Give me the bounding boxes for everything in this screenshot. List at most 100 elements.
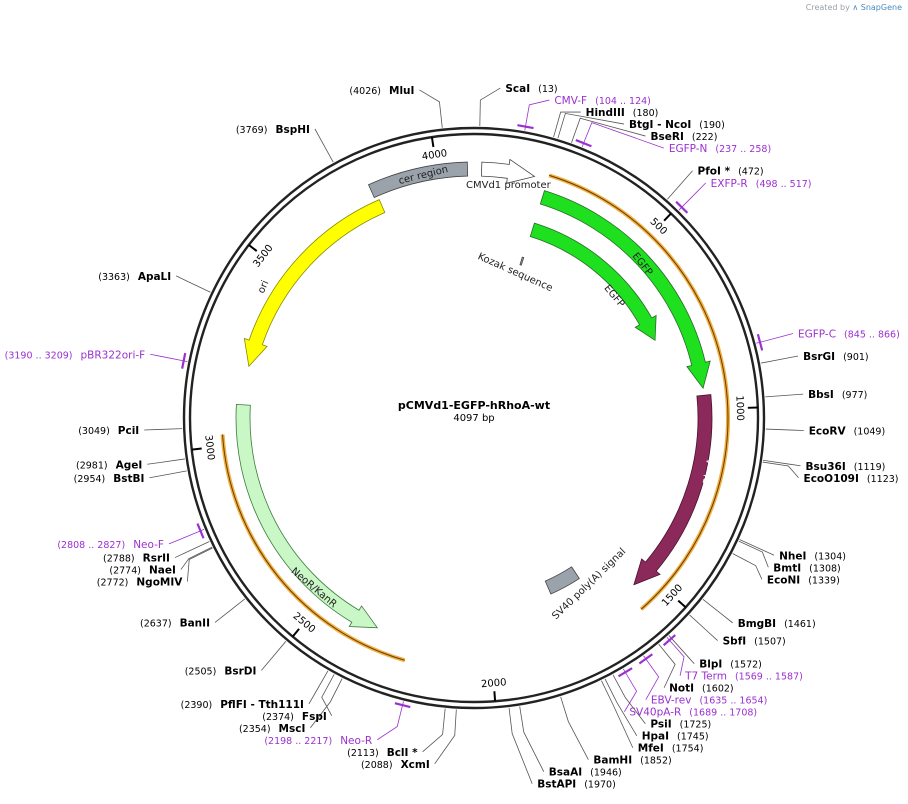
tick-mark (663, 212, 672, 222)
feature-egfp-inner[interactable] (529, 222, 657, 342)
site-name: BspHI (275, 124, 309, 136)
primer-label-egfp-c[interactable]: EGFP-C(845 .. 866) (798, 329, 900, 341)
site-name: BmgBI (738, 618, 776, 630)
site-name: NheI (779, 550, 806, 562)
site-name: PfoI * (698, 166, 731, 178)
site-label-ecorv[interactable]: EcoRV (1049) (809, 426, 885, 438)
site-name: SbfI (723, 636, 747, 648)
site-label-hindiii[interactable]: HindIII(180) (586, 107, 659, 119)
site-label-noti[interactable]: NotI(1602) (669, 683, 734, 695)
site-label-bsrgi[interactable]: BsrGI(901) (803, 351, 869, 363)
site-label-econi[interactable]: EcoNI(1339) (767, 574, 840, 586)
site-position: (1049) (854, 427, 886, 438)
site-name: EcoRV (809, 426, 847, 438)
site-label-bsrdi[interactable]: BsrDI(2505) (185, 665, 257, 677)
primer-name: EBV-rev (651, 695, 692, 707)
primer-name: pBR322ori-F (81, 349, 146, 361)
site-label-bmti[interactable]: BmtI (1308) (773, 562, 840, 574)
site-leader-line (174, 541, 210, 558)
site-label-agei[interactable]: AgeI(2981) (76, 459, 142, 471)
site-label-mfei[interactable]: MfeI(1754) (638, 743, 704, 755)
site-leader-line (760, 355, 799, 364)
site-name: BsrGI (803, 351, 835, 363)
site-label-blpi[interactable]: BlpI(1572) (699, 659, 762, 671)
primer-name: SV40pA-R (629, 707, 681, 719)
site-label-psii[interactable]: PsiI(1725) (650, 719, 711, 731)
site-label-pcii[interactable]: PciI(3049) (78, 425, 139, 437)
site-label-hpai[interactable]: HpaI(1745) (642, 731, 709, 743)
plasmid-name: pCMVd1-EGFP-hRhoA-wt (398, 399, 550, 412)
site-position: (2374) (262, 712, 294, 723)
site-label-bamhi[interactable]: BamHI(1852) (593, 755, 671, 767)
site-label-bsaai[interactable]: BsaAI(1946) (549, 767, 622, 779)
site-label-nhei[interactable]: NheI (1304) (779, 550, 846, 562)
primer-range: (2808 .. 2827) (57, 540, 125, 551)
site-label-ngomiv[interactable]: NgoMIV(2772) (97, 577, 183, 589)
site-label-ecoo109i[interactable]: EcoO109I(1123) (804, 473, 899, 485)
site-position: (1754) (672, 744, 704, 755)
feature-neor-kanr[interactable] (235, 403, 379, 629)
site-label-mlui[interactable]: MluI(4026) (349, 85, 414, 97)
site-label-banii[interactable]: BanII(2637) (140, 617, 210, 629)
feature-cmvd1-promoter[interactable] (481, 158, 536, 184)
primer-binding-mark (394, 702, 411, 709)
site-label-apali[interactable]: ApaLI(3363) (98, 271, 171, 283)
site-label-bstapi[interactable]: BstAPI(1970) (537, 779, 616, 791)
backbone-inner-ring (188, 132, 760, 704)
plasmid-size: 4097 bp (453, 413, 494, 424)
site-label-fspi[interactable]: FspI(2374) (262, 711, 326, 723)
site-label-xcmi[interactable]: XcmI(2088) (361, 759, 430, 771)
primer-label-ebv-rev[interactable]: EBV-rev(1635 .. 1654) (651, 695, 768, 707)
site-leader-line (604, 678, 638, 736)
primer-label-t7-term[interactable]: T7 Term(1569 .. 1587) (684, 671, 803, 683)
site-label-naei[interactable]: NaeI(2774) (109, 565, 176, 577)
feature-kozak-sequence[interactable] (519, 256, 525, 266)
backbone-outer-ring (182, 126, 766, 710)
site-label-pfoi[interactable]: PfoI *(472) (698, 166, 764, 178)
site-name: BstBI (113, 473, 144, 485)
site-label-bsu36i[interactable]: Bsu36I(1119) (806, 461, 886, 473)
tick-label: 2000 (481, 677, 507, 690)
feature-egfp-outer[interactable] (539, 190, 711, 390)
site-label-pflfi-tth111i[interactable]: PflFI - Tth111I(2390) (181, 699, 304, 711)
site-name: PsiI (650, 719, 671, 731)
site-label-bstbi[interactable]: BstBI(2954) (74, 473, 145, 485)
site-name: BmtI (773, 562, 801, 574)
primer-label-egfp-n[interactable]: EGFP-N(237 .. 258) (669, 143, 771, 155)
site-label-sbfi[interactable]: SbfI(1507) (723, 636, 786, 648)
snapgene-logo-icon: ∧ (852, 3, 859, 12)
feature-ori[interactable] (243, 199, 386, 368)
primer-binding-mark (181, 352, 187, 369)
primer-label-exfp-r[interactable]: EXFP-R(498 .. 517) (711, 178, 812, 190)
site-label-msci[interactable]: MscI(2354) (239, 723, 305, 735)
feature-rhoa[interactable] (633, 394, 713, 586)
primer-label-pbr322ori-f[interactable]: pBR322ori-F(3190 .. 3209) (5, 349, 146, 361)
primer-binding-mark (675, 200, 689, 214)
site-name: BstAPI (537, 779, 576, 791)
site-label-bsphi[interactable]: BspHI(3769) (236, 124, 310, 136)
site-label-bcli[interactable]: BclI *(2113) (347, 747, 418, 759)
feature-sv40-polya-signal[interactable] (544, 566, 580, 595)
site-name: BbsI (808, 389, 834, 401)
site-name: AgeI (116, 459, 143, 471)
tick-label: 3500 (251, 243, 275, 270)
site-position: (1304) (814, 551, 846, 562)
site-name: BclI * (387, 747, 418, 759)
tick-mark (248, 244, 258, 252)
site-label-rsrii[interactable]: RsrII(2788) (103, 553, 170, 565)
site-leader-line (308, 670, 329, 704)
primer-binding-mark (638, 653, 653, 665)
site-label-bmgbi[interactable]: BmgBI(1461) (738, 618, 816, 630)
primer-label-neo-r[interactable]: Neo-R(2198 .. 2217) (264, 735, 372, 747)
site-label-btgi-ncoi[interactable]: BtgI - NcoI(190) (629, 119, 725, 131)
site-label-bbsi[interactable]: BbsI(977) (808, 389, 867, 401)
site-label-scai[interactable]: ScaI(13) (505, 83, 557, 95)
site-position: (1308) (809, 563, 841, 574)
primer-leader-line (678, 182, 706, 211)
primer-label-sv40pa-r[interactable]: SV40pA-R(1689 .. 1708) (629, 707, 757, 719)
primer-label-neo-f[interactable]: Neo-F(2808 .. 2827) (57, 539, 164, 551)
feature-cer-region[interactable] (367, 161, 469, 199)
site-label-bseri[interactable]: BseRI(222) (651, 131, 718, 143)
primer-label-cmv-f[interactable]: CMV-F(104 .. 124) (554, 95, 651, 107)
site-leader-line (689, 614, 718, 641)
